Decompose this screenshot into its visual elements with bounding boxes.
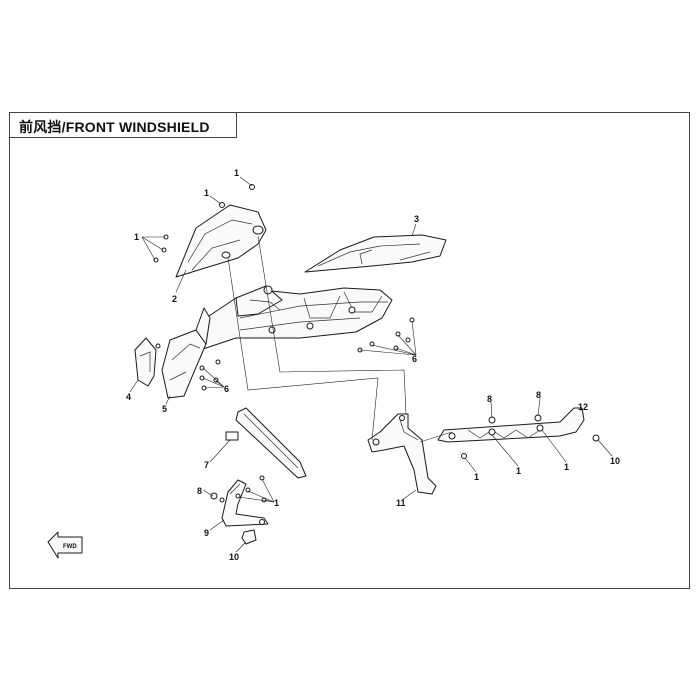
side-trim-part-3: [304, 234, 447, 273]
main-fairing: [199, 285, 393, 351]
bracket-part-7: [225, 407, 307, 479]
callout-leaders: [129, 176, 613, 553]
fwd-label: FWD: [63, 544, 77, 550]
callout-1-lower: 1: [274, 498, 279, 508]
title-box: 前风挡/FRONT WINDSHIELD: [9, 112, 237, 138]
lower-fairing-part-5: [161, 307, 211, 399]
callout-1-left: 1: [134, 232, 139, 242]
callout-7: 7: [204, 460, 209, 470]
connection-lines: [227, 235, 453, 443]
callout-6-right: 6: [412, 354, 417, 364]
callout-12: 12: [578, 402, 588, 412]
callout-labels: 1 1 1 2 3 6 4 5 6 7 8 1 9 10 11 8 8 12 1…: [126, 168, 620, 562]
callout-2: 2: [172, 294, 177, 304]
support-bracket-part-9: [221, 479, 269, 527]
side-panel-part-4: [134, 337, 157, 387]
windshield-part-2: [175, 204, 267, 278]
page-title: 前风挡/FRONT WINDSHIELD: [19, 119, 210, 135]
callout-5: 5: [162, 404, 167, 414]
callout-1-arm-a: 1: [474, 472, 479, 482]
callout-1-arm-b: 1: [516, 466, 521, 476]
callout-8-right: 8: [536, 390, 541, 400]
callout-10-right: 10: [610, 456, 620, 466]
callout-9: 9: [204, 528, 209, 538]
callout-1-upper: 1: [204, 188, 209, 198]
windshield-bracket-part-11: [367, 413, 437, 495]
callout-4: 4: [126, 392, 131, 402]
fwd-arrow-icon: FWD: [47, 531, 83, 559]
callout-1-top: 1: [234, 168, 239, 178]
callout-8-left: 8: [197, 486, 202, 496]
callout-1-arm-c: 1: [564, 462, 569, 472]
callout-8-mid: 8: [487, 394, 492, 404]
drawing-frame: [9, 112, 690, 589]
arm-part-12: [437, 407, 585, 443]
callout-11: 11: [396, 498, 406, 508]
callout-6-left: 6: [224, 384, 229, 394]
callout-10-left: 10: [229, 552, 239, 562]
callout-3: 3: [414, 214, 419, 224]
